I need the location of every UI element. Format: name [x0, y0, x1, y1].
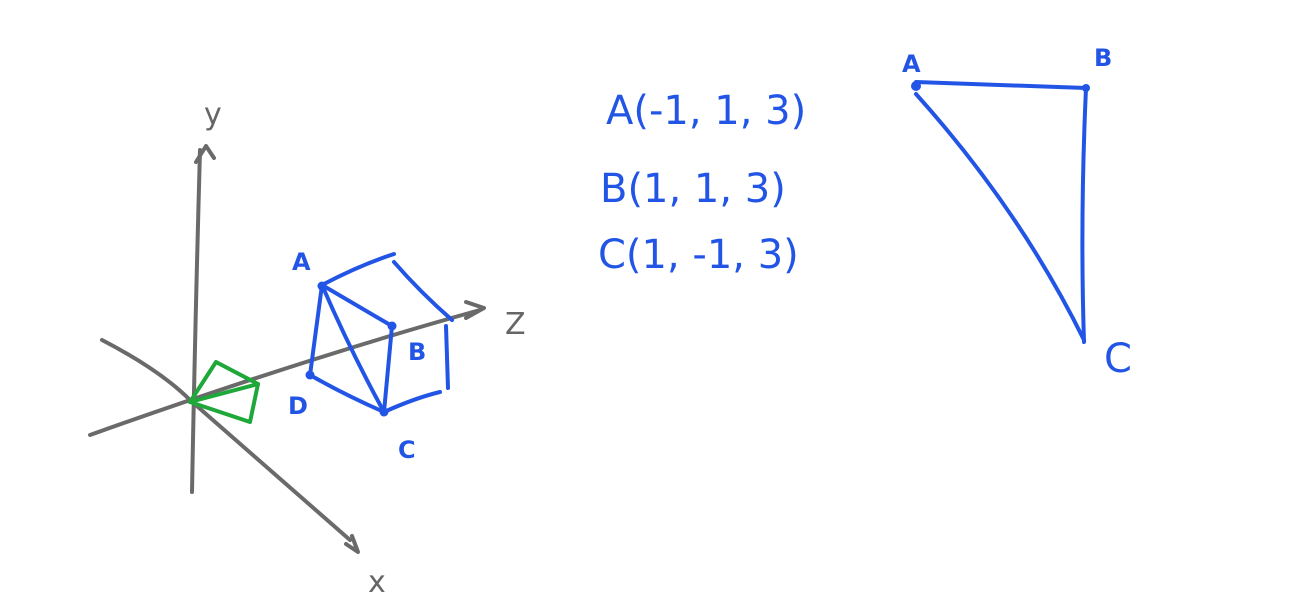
cube-edge-ab	[320, 283, 394, 328]
z-axis-label: Z	[505, 307, 526, 342]
coordinate-b: B(1, 1, 3)	[600, 166, 786, 212]
y-axis-label: y	[204, 97, 222, 132]
cube-point-d	[305, 370, 315, 380]
coordinate-axes: y Z x	[88, 97, 526, 600]
triangle-label-c: C	[1104, 336, 1132, 382]
x-axis-label: x	[368, 565, 386, 600]
triangle-edge-ab	[914, 80, 1088, 90]
triangle-label-b: B	[1094, 44, 1112, 72]
triangle-sketch: A B C	[902, 44, 1132, 382]
triangle-edge-ac	[914, 92, 1086, 342]
x-axis-upper	[100, 338, 192, 402]
camera-frustum	[188, 360, 260, 424]
y-axis-arrowhead	[194, 144, 216, 164]
cube-label-b: B	[408, 338, 426, 366]
cube-point-c	[379, 407, 389, 417]
coordinate-list: A(-1, 1, 3) B(1, 1, 3) C(1, -1, 3)	[598, 88, 806, 278]
cube-label-c: C	[398, 436, 416, 464]
y-axis	[190, 148, 202, 494]
cube-edge-top-right	[392, 260, 454, 322]
triangle-label-a: A	[902, 50, 921, 78]
z-axis-arrowhead	[464, 300, 486, 320]
cube-point-a	[317, 281, 327, 291]
cube-label-a: A	[292, 248, 311, 276]
triangle-point-a	[911, 81, 921, 91]
z-axis	[88, 308, 482, 437]
camera-frustum-ray	[188, 382, 260, 404]
cube-edge-dc	[308, 373, 386, 414]
cube-label-d: D	[288, 392, 308, 420]
cube-edge-bc	[382, 324, 394, 414]
coordinate-c: C(1, -1, 3)	[598, 232, 799, 278]
cube-edge-left	[308, 283, 324, 377]
coordinate-a: A(-1, 1, 3)	[606, 88, 806, 134]
cube-edge-diagonal-ac	[320, 283, 386, 414]
cube-point-b	[387, 321, 397, 331]
triangle-edge-bc	[1080, 86, 1088, 344]
cube-edge-bottom-right	[382, 390, 442, 414]
x-axis	[188, 398, 352, 542]
cube-sketch: A B C D	[288, 248, 454, 464]
cube-edge-top	[320, 252, 396, 287]
x-axis-arrowhead	[344, 534, 360, 554]
cube-edge-back-right	[444, 324, 450, 390]
triangle-point-b	[1082, 84, 1090, 92]
